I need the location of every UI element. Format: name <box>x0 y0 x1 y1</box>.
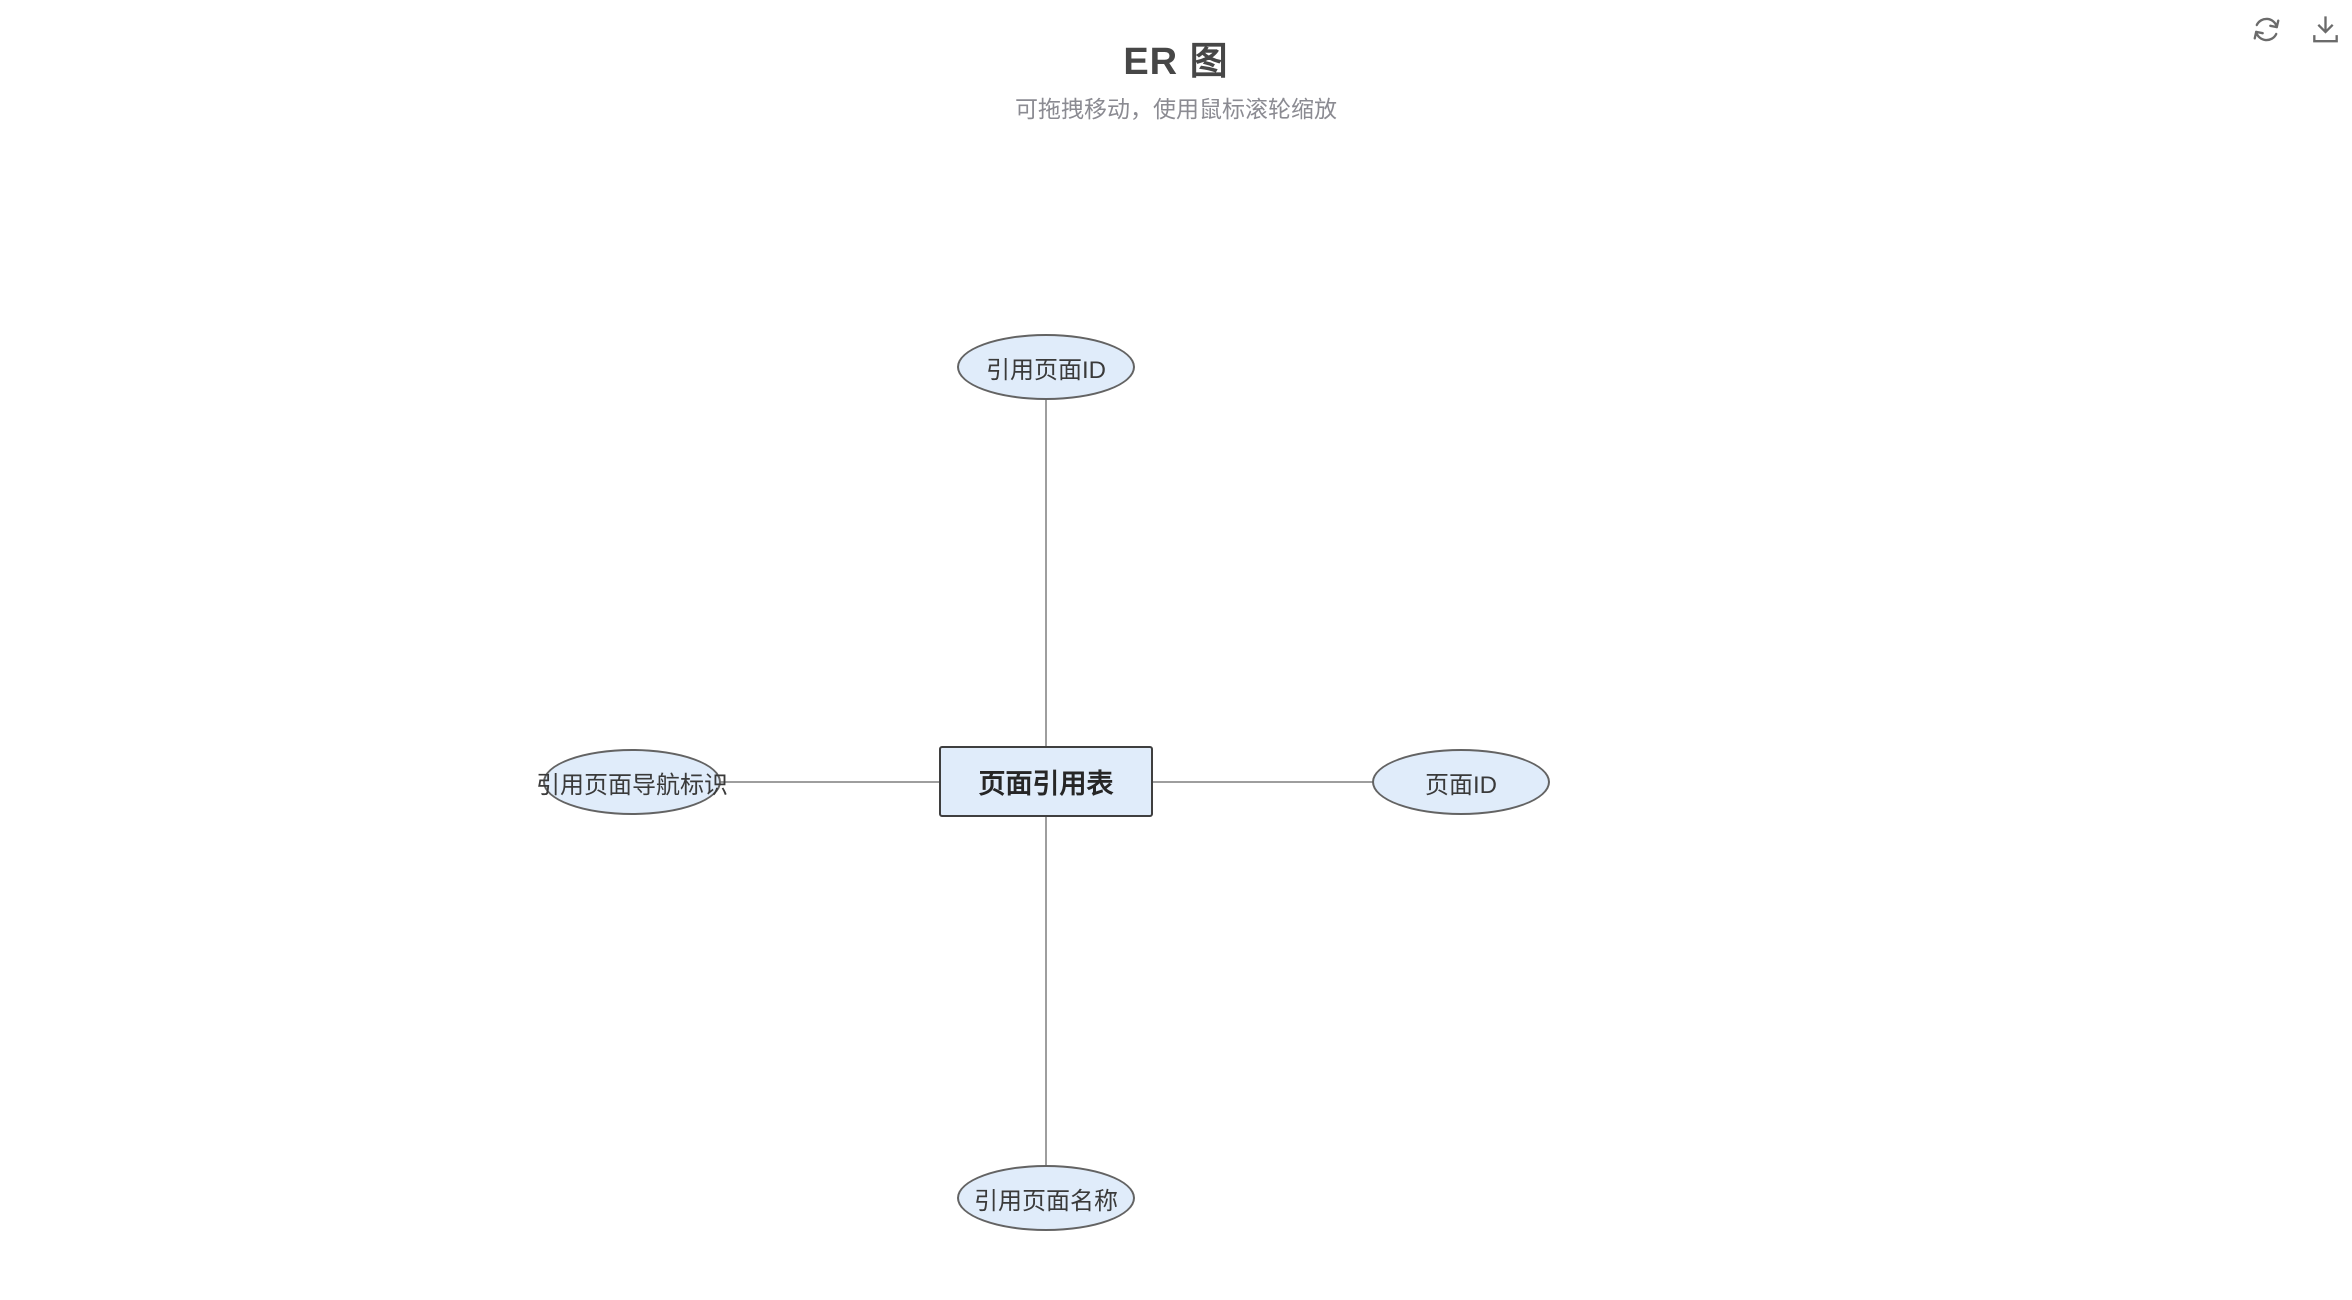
edge-entity-to-right-attribute <box>1152 781 1373 783</box>
toolbar <box>2247 10 2344 48</box>
attribute-node-left[interactable]: 引用页面导航标识 <box>536 749 728 815</box>
attribute-label: 引用页面名称 <box>974 1187 1118 1215</box>
edge-entity-to-top-attribute <box>1045 400 1047 747</box>
attribute-label: 引用页面ID <box>986 356 1106 384</box>
attribute-node-top[interactable]: 引用页面ID <box>957 334 1135 400</box>
attribute-node-right[interactable]: 页面ID <box>1372 749 1550 815</box>
download-icon <box>2312 15 2338 42</box>
attribute-label: 页面ID <box>1425 771 1497 799</box>
edge-entity-to-bottom-attribute <box>1045 816 1047 1166</box>
edge-entity-to-left-attribute <box>721 781 940 783</box>
entity-node[interactable]: 页面引用表 <box>939 746 1153 817</box>
entity-label: 页面引用表 <box>978 769 1114 799</box>
attribute-label: 引用页面导航标识 <box>536 771 728 799</box>
attribute-node-bottom[interactable]: 引用页面名称 <box>957 1165 1135 1231</box>
refresh-button[interactable] <box>2247 10 2285 48</box>
download-button[interactable] <box>2306 10 2344 48</box>
refresh-icon <box>2253 17 2279 41</box>
